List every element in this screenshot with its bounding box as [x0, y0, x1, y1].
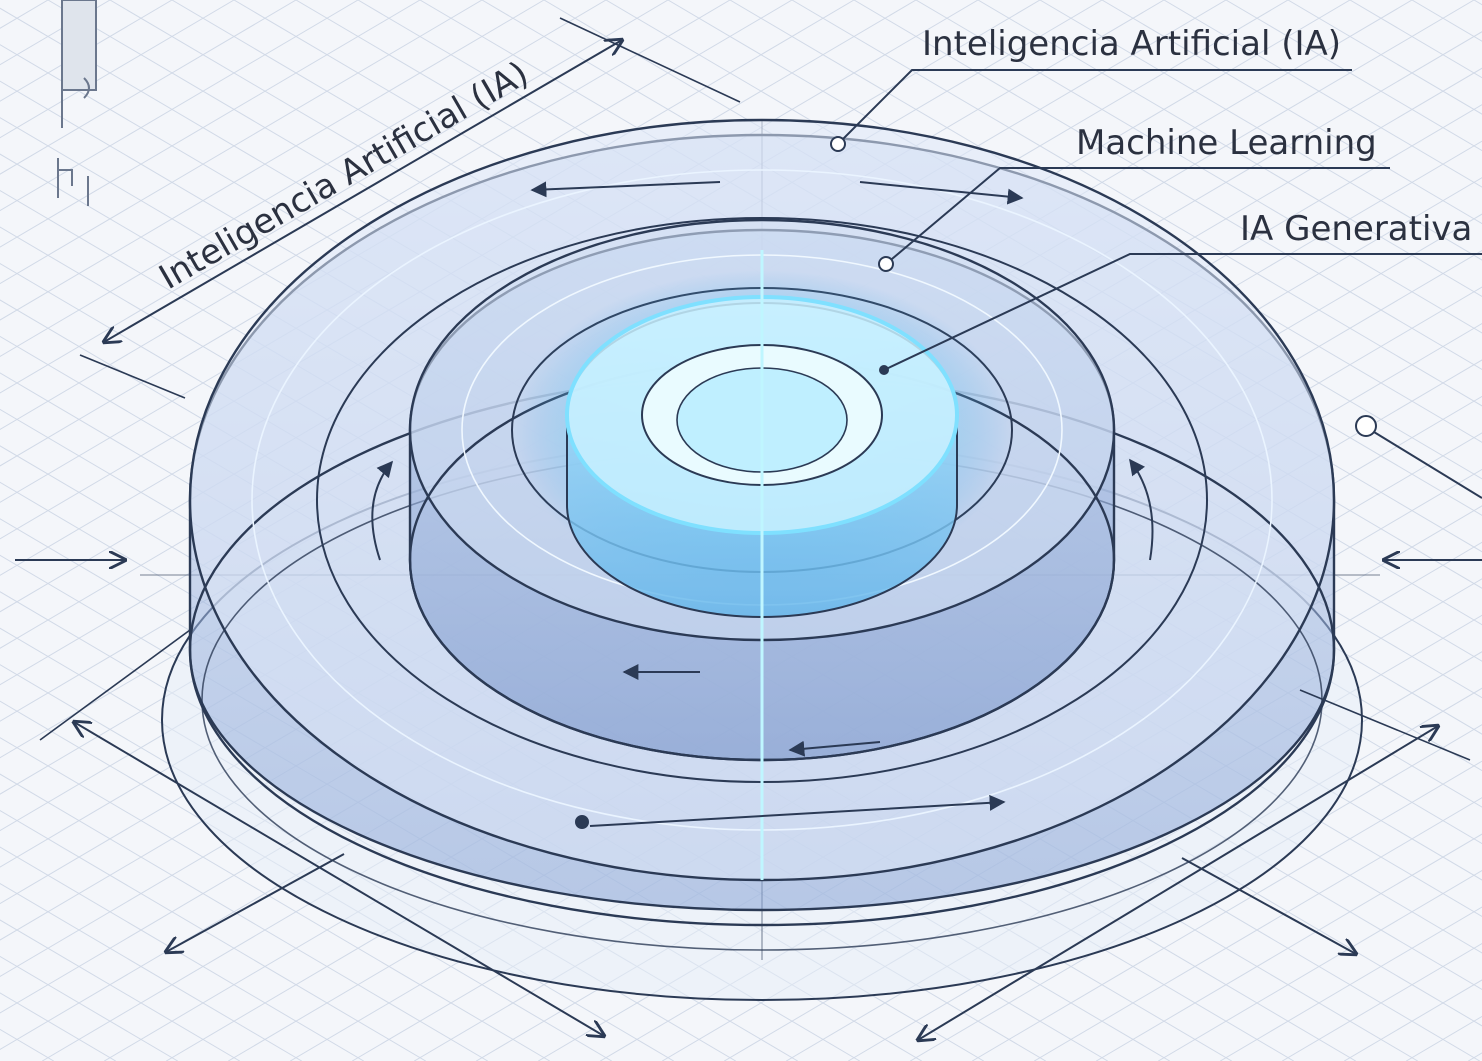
grid-line [0, 955, 178, 1061]
grid-line [977, 0, 1482, 298]
grid-line [0, 0, 49, 29]
ring-genai [512, 250, 1012, 880]
callout-ai: Inteligencia Artificial (IA) [830, 24, 1352, 152]
grid-line [1468, 1052, 1482, 1061]
grid-line [1411, 0, 1482, 42]
grid-line [0, 882, 302, 1061]
grid-line [1473, 0, 1482, 6]
grid-line [1406, 1015, 1482, 1061]
sketch-marks [57, 0, 97, 206]
grid-line [1039, 0, 1482, 261]
callout-unlabeled [1355, 415, 1482, 499]
grid-line [1163, 0, 1482, 188]
callout-label-ai: Inteligencia Artificial (IA) [922, 24, 1341, 64]
grid-line [0, 846, 364, 1061]
grid-line [915, 0, 1482, 334]
callout-genai: IA Generativa [879, 209, 1482, 375]
callout-label-genai: IA Generativa [1240, 209, 1472, 249]
callout-label-ml: Machine Learning [1076, 123, 1377, 163]
grid-line [791, 0, 1482, 407]
callout-ml: Machine Learning [878, 123, 1390, 272]
grid-line [1101, 0, 1482, 225]
dimension-lines [15, 17, 1482, 1040]
grid-line [1158, 870, 1482, 1061]
grid-line [853, 0, 1482, 370]
